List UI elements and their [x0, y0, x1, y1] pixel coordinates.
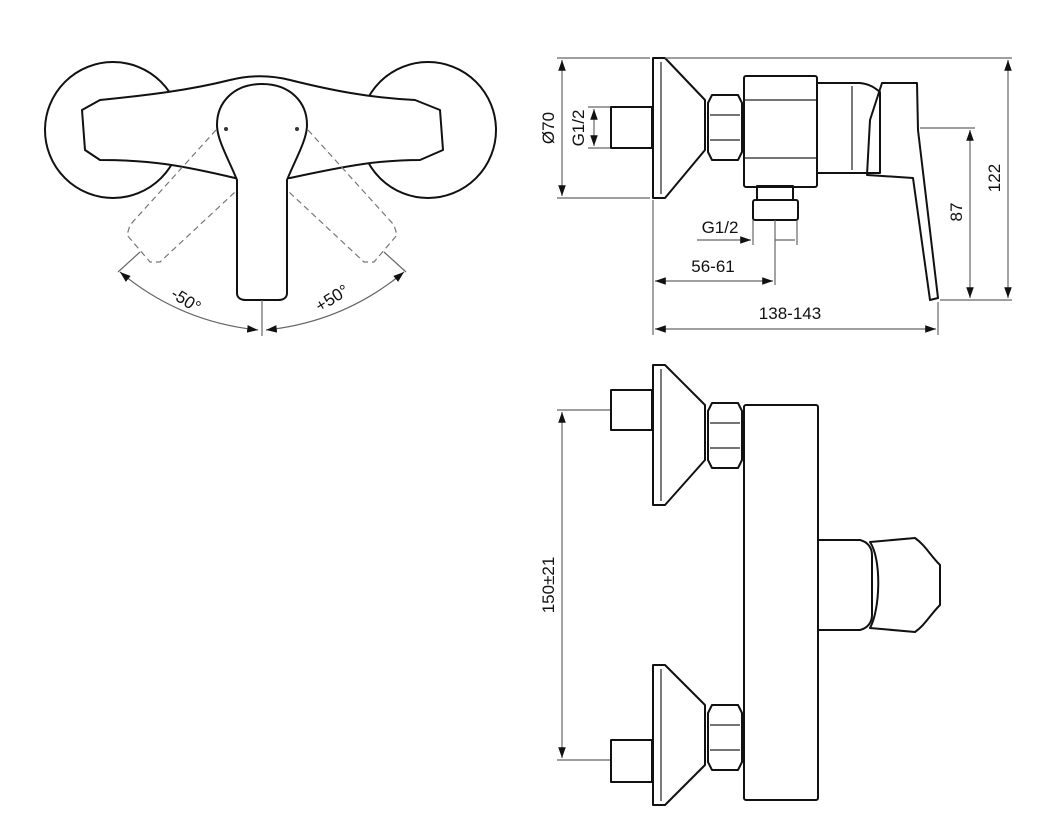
side-view: Ø70 G1/2 122 87 G1/2 56-61 138-143 [539, 57, 1012, 335]
cartridge [816, 82, 881, 174]
hex-nut [707, 94, 743, 161]
angle-right-label: +50° [312, 281, 352, 316]
lever-side [866, 82, 939, 301]
outlet-nut [752, 199, 799, 221]
lever-height-label: 87 [947, 203, 966, 222]
lever-handle [216, 83, 308, 301]
mixer-body-front [743, 404, 819, 801]
lever-left-position [126, 129, 236, 263]
top-view: -50° +50° [44, 61, 497, 336]
inlet-spacing-label: 150±21 [539, 557, 558, 614]
total-depth-label: 138-143 [759, 304, 821, 323]
lever-front [869, 537, 941, 633]
front-view: 150±21 [539, 364, 941, 806]
outlet-thread-label: G1/2 [702, 218, 739, 237]
diameter-label: Ø70 [539, 112, 558, 144]
total-height-label: 122 [985, 164, 1004, 192]
outlet-distance-label: 56-61 [691, 257, 734, 276]
inlet-thread-label: G1/2 [569, 110, 588, 147]
lever-right-position [288, 129, 398, 263]
mixer-body-side [743, 75, 818, 188]
